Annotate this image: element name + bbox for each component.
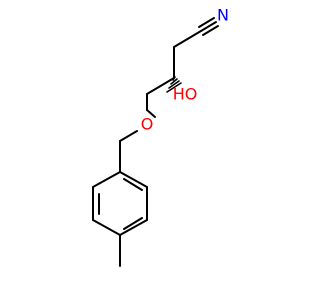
bond-c-c-ring-1 [92,171,121,188]
bond-c-c-ring-6 [119,171,148,188]
bond-triple-2 [200,21,217,32]
wedge-hash-3 [168,80,180,89]
atom-hydroxyl: HO [173,85,198,104]
wedge-hash-2 [170,78,178,85]
bond-triple-3 [202,25,219,36]
bond-ch2-cn [173,30,202,48]
bond-ch-ch2 [146,77,175,95]
atom-ether-oxygen: O [141,115,154,134]
wedge-hash-1 [172,76,176,81]
hashed-wedge-stereo-bond [166,76,182,93]
molecule-diagram: N HO O [92,6,229,267]
molecule-structure: N HO O [92,6,229,267]
bond-ring-inner-3 [123,178,143,191]
bond-o-ch2 [146,109,156,118]
bond-c-c-ring-3 [92,219,121,236]
bond-ch2-o [119,130,138,142]
atom-nitrogen: N [217,6,229,25]
bond-ring-inner-2 [123,217,143,230]
wedge-hash-4 [166,82,182,93]
bond-c-c-ring-4 [119,219,148,236]
bond-triple-1 [198,17,215,28]
